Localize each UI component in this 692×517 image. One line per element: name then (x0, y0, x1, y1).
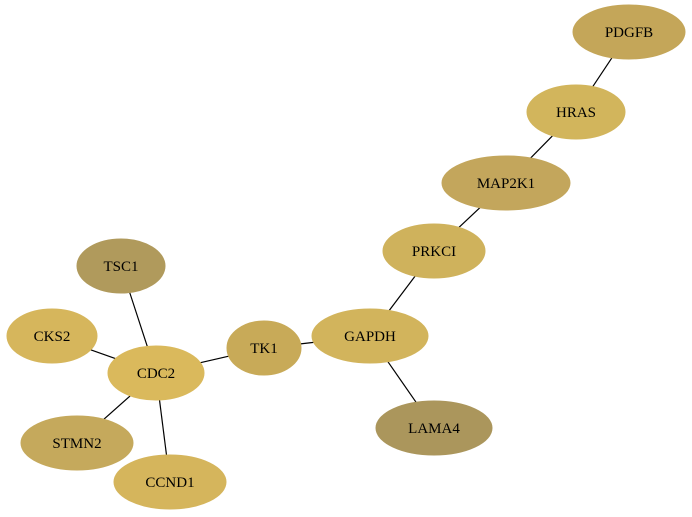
node-label: PRKCI (412, 244, 456, 260)
node-ellipse (226, 320, 302, 376)
node-pdgfb[interactable]: PDGFB (572, 4, 686, 60)
node-ellipse (375, 400, 493, 456)
edge-layer (90, 57, 613, 456)
node-label: CKS2 (34, 329, 71, 345)
node-label: CDC2 (137, 366, 175, 382)
node-ellipse (441, 155, 571, 211)
node-label: TSC1 (103, 259, 138, 275)
node-tsc1[interactable]: TSC1 (76, 238, 166, 294)
node-tk1[interactable]: TK1 (226, 320, 302, 376)
edge-tsc1-cdc2 (129, 292, 148, 347)
node-ellipse (113, 454, 227, 510)
edge-cdc2-ccnd1 (158, 399, 168, 456)
edge-cks2-cdc2 (90, 349, 116, 360)
edge-tk1-cdc2 (200, 355, 229, 364)
node-ellipse (382, 223, 486, 279)
edge-cdc2-stmn2 (103, 395, 131, 420)
edge-prkci-gapdh (388, 275, 416, 311)
node-ellipse (6, 308, 98, 364)
node-ellipse (311, 308, 429, 364)
edge-pdgfb-hras (592, 57, 613, 87)
node-label: LAMA4 (408, 421, 460, 437)
node-label: PDGFB (605, 25, 653, 41)
node-label: STMN2 (52, 436, 101, 452)
node-label: GAPDH (344, 329, 396, 345)
node-hras[interactable]: HRAS (526, 84, 626, 140)
node-cks2[interactable]: CKS2 (6, 308, 98, 364)
edge-map2k1-prkci (458, 207, 481, 228)
node-map2k1[interactable]: MAP2K1 (441, 155, 571, 211)
node-label: HRAS (556, 105, 596, 121)
node-ellipse (572, 4, 686, 60)
edge-gapdh-lama4 (387, 361, 417, 403)
node-stmn2[interactable]: STMN2 (20, 415, 134, 471)
node-ellipse (20, 415, 134, 471)
edge-hras-map2k1 (530, 135, 554, 159)
node-gapdh[interactable]: GAPDH (311, 308, 429, 364)
node-ellipse (107, 345, 205, 401)
node-lama4[interactable]: LAMA4 (375, 400, 493, 456)
node-ccnd1[interactable]: CCND1 (113, 454, 227, 510)
edge-gapdh-tk1 (300, 341, 314, 345)
node-ellipse (76, 238, 166, 294)
node-cdc2[interactable]: CDC2 (107, 345, 205, 401)
node-ellipse (526, 84, 626, 140)
node-label: TK1 (250, 341, 278, 357)
node-label: CCND1 (145, 475, 194, 491)
node-prkci[interactable]: PRKCI (382, 223, 486, 279)
node-label: MAP2K1 (477, 176, 535, 192)
